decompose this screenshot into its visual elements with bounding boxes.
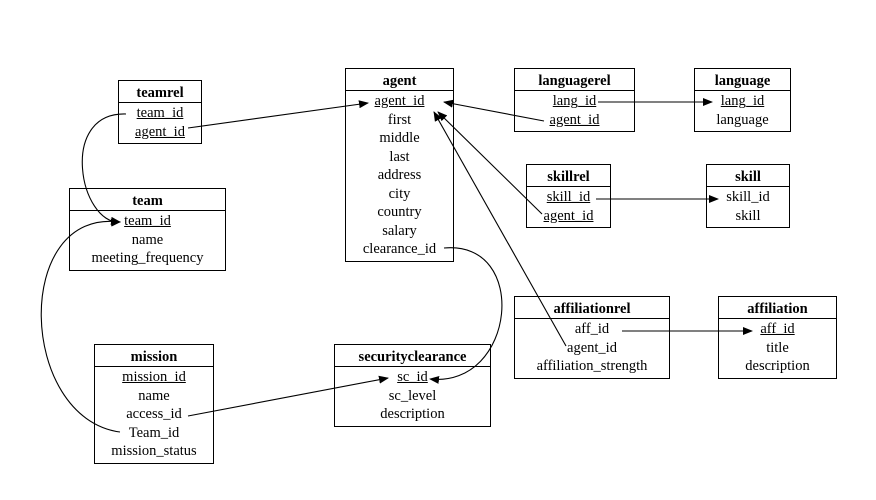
- attribute-sc-id: sc_id: [397, 369, 428, 385]
- attribute-meeting-frequency: meeting_frequency: [91, 250, 204, 266]
- attribute-team-id: team_id: [136, 105, 184, 121]
- attribute-access-id: access_id: [126, 406, 182, 422]
- entity-title: teamrel: [119, 81, 201, 103]
- attribute-lang-id: lang_id: [720, 93, 765, 109]
- entity-title: languagerel: [515, 69, 634, 91]
- attribute-agent-id: agent_id: [135, 123, 185, 140]
- entity-title: affiliationrel: [515, 297, 669, 319]
- attribute-lang-id: lang_id: [552, 93, 597, 109]
- attribute-affiliation-strength: affiliation_strength: [536, 358, 648, 374]
- entity-skillrel: skillrel skill_id agent_id: [526, 164, 611, 228]
- attribute-agent-id: agent_id: [549, 111, 600, 128]
- attribute-name: name: [138, 387, 170, 404]
- attribute-country: country: [377, 204, 422, 220]
- attribute-skill-id: skill_id: [546, 189, 591, 205]
- attribute-middle: middle: [379, 130, 420, 146]
- attribute-language: language: [716, 111, 769, 128]
- attribute-agent-id: agent_id: [374, 93, 425, 109]
- entity-title: skill: [707, 165, 789, 187]
- attribute-agent-id: agent_id: [567, 339, 617, 356]
- attribute-description: description: [380, 406, 445, 422]
- attribute-team-id: Team_id: [128, 424, 180, 441]
- attribute-address: address: [377, 167, 422, 183]
- attribute-sc-level: sc_level: [388, 387, 437, 404]
- entity-title: team: [70, 189, 225, 211]
- entity-title: securityclearance: [335, 345, 490, 367]
- entity-title: mission: [95, 345, 213, 367]
- attribute-skill-id: skill_id: [726, 189, 770, 205]
- attribute-last: last: [389, 148, 410, 165]
- attribute-name: name: [131, 231, 164, 248]
- entity-affiliationrel: affiliationrel aff_id agent_id affiliation_…: [514, 296, 670, 379]
- attribute-mission-status: mission_status: [111, 443, 197, 459]
- attribute-salary: salary: [382, 222, 417, 239]
- entity-teamrel: teamrel team_id agent_id: [118, 80, 202, 144]
- entity-language: language lang_id language: [694, 68, 791, 132]
- attribute-clearance-id: clearance_id: [362, 241, 437, 257]
- fk-arrow-teamrel-agent_id-to-agent-agent_id: [187, 100, 369, 129]
- attribute-aff-id: aff_id: [760, 321, 795, 337]
- entity-title: affiliation: [719, 297, 836, 319]
- entity-securityclearance: securityclearance sc_id sc_level descriptio…: [334, 344, 491, 427]
- attribute-city: city: [388, 185, 411, 202]
- entity-languagerel: languagerel lang_id agent_id: [514, 68, 635, 132]
- attribute-mission-id: mission_id: [122, 369, 186, 385]
- attribute-aff-id: aff_id: [574, 321, 610, 337]
- entity-title: agent: [346, 69, 453, 91]
- attribute-skill: skill: [735, 207, 761, 224]
- entity-title: skillrel: [527, 165, 610, 187]
- entity-title: language: [695, 69, 790, 91]
- attribute-team-id: team_id: [124, 213, 171, 229]
- attribute-title: title: [766, 339, 789, 356]
- attribute-first: first: [387, 111, 412, 128]
- attribute-description: description: [745, 358, 810, 374]
- attribute-agent-id: agent_id: [543, 207, 594, 224]
